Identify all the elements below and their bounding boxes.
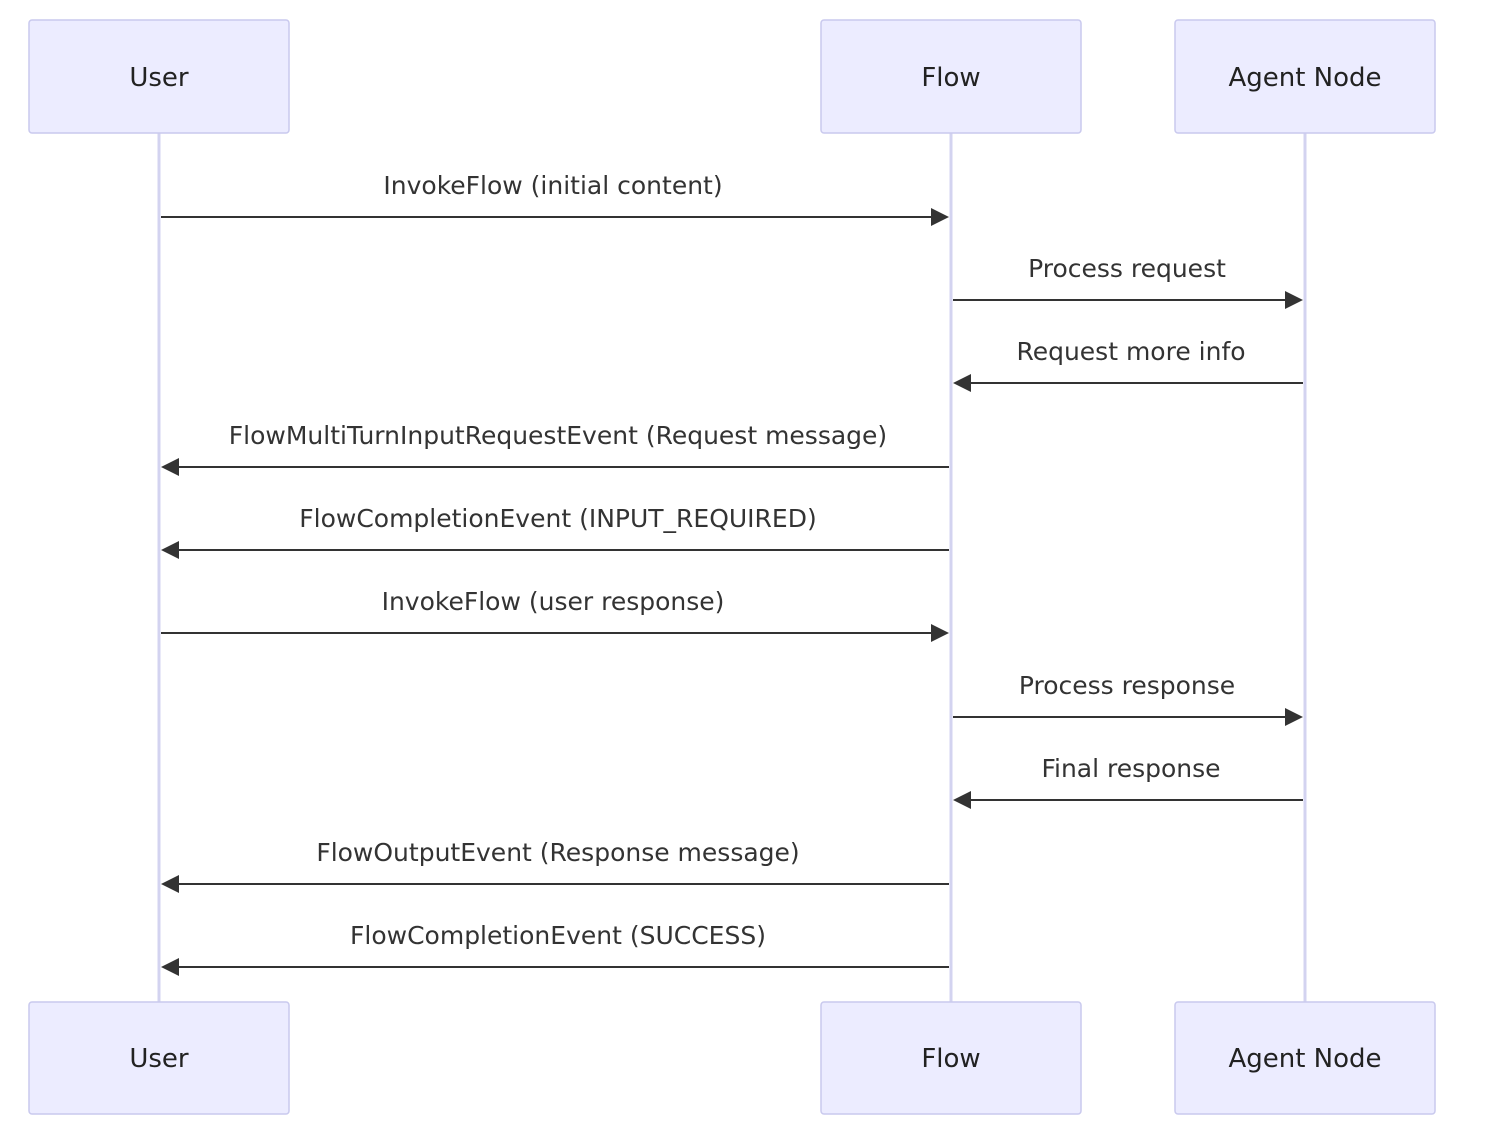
actor-top-user: User xyxy=(28,19,290,134)
arrowhead-left-icon xyxy=(161,958,179,976)
message-label: Process response xyxy=(1019,671,1235,700)
message-label: Final response xyxy=(1041,754,1220,783)
arrowhead-left-icon xyxy=(161,458,179,476)
actor-top-flow: Flow xyxy=(820,19,1082,134)
actor-top-agent-node: Agent Node xyxy=(1174,19,1436,134)
arrowhead-right-icon xyxy=(931,624,949,642)
arrowhead-right-icon xyxy=(1285,708,1303,726)
message-label: FlowMultiTurnInputRequestEvent (Request … xyxy=(229,421,887,450)
message-label: FlowOutputEvent (Response message) xyxy=(316,838,799,867)
message-5: FlowCompletionEvent (INPUT_REQUIRED) xyxy=(161,504,949,559)
message-7: Process response xyxy=(953,671,1303,726)
arrowhead-right-icon xyxy=(931,208,949,226)
actor-label: User xyxy=(129,1044,189,1074)
message-label: Request more info xyxy=(1016,337,1245,366)
message-10: FlowCompletionEvent (SUCCESS) xyxy=(161,921,949,976)
actor-bottom-user: User xyxy=(28,1001,290,1115)
arrowhead-left-icon xyxy=(953,791,971,809)
message-label: InvokeFlow (initial content) xyxy=(383,171,722,200)
arrowhead-left-icon xyxy=(953,374,971,392)
actor-label: Flow xyxy=(921,1044,980,1074)
actor-bottom-agent-node: Agent Node xyxy=(1174,1001,1436,1115)
arrowhead-left-icon xyxy=(161,541,179,559)
actor-label: Agent Node xyxy=(1228,1044,1381,1074)
message-3: Request more info xyxy=(953,337,1303,392)
message-label: InvokeFlow (user response) xyxy=(382,587,725,616)
message-4: FlowMultiTurnInputRequestEvent (Request … xyxy=(161,421,949,476)
arrowhead-right-icon xyxy=(1285,291,1303,309)
actor-label: User xyxy=(129,63,189,93)
message-9: FlowOutputEvent (Response message) xyxy=(161,838,949,893)
message-label: Process request xyxy=(1028,254,1226,283)
actor-label: Agent Node xyxy=(1228,63,1381,93)
message-label: FlowCompletionEvent (SUCCESS) xyxy=(350,921,766,950)
message-1: InvokeFlow (initial content) xyxy=(161,171,949,226)
message-2: Process request xyxy=(953,254,1303,309)
actor-bottom-flow: Flow xyxy=(820,1001,1082,1115)
message-label: FlowCompletionEvent (INPUT_REQUIRED) xyxy=(299,504,816,533)
message-8: Final response xyxy=(953,754,1303,809)
message-6: InvokeFlow (user response) xyxy=(161,587,949,642)
actor-label: Flow xyxy=(921,63,980,93)
arrowhead-left-icon xyxy=(161,875,179,893)
